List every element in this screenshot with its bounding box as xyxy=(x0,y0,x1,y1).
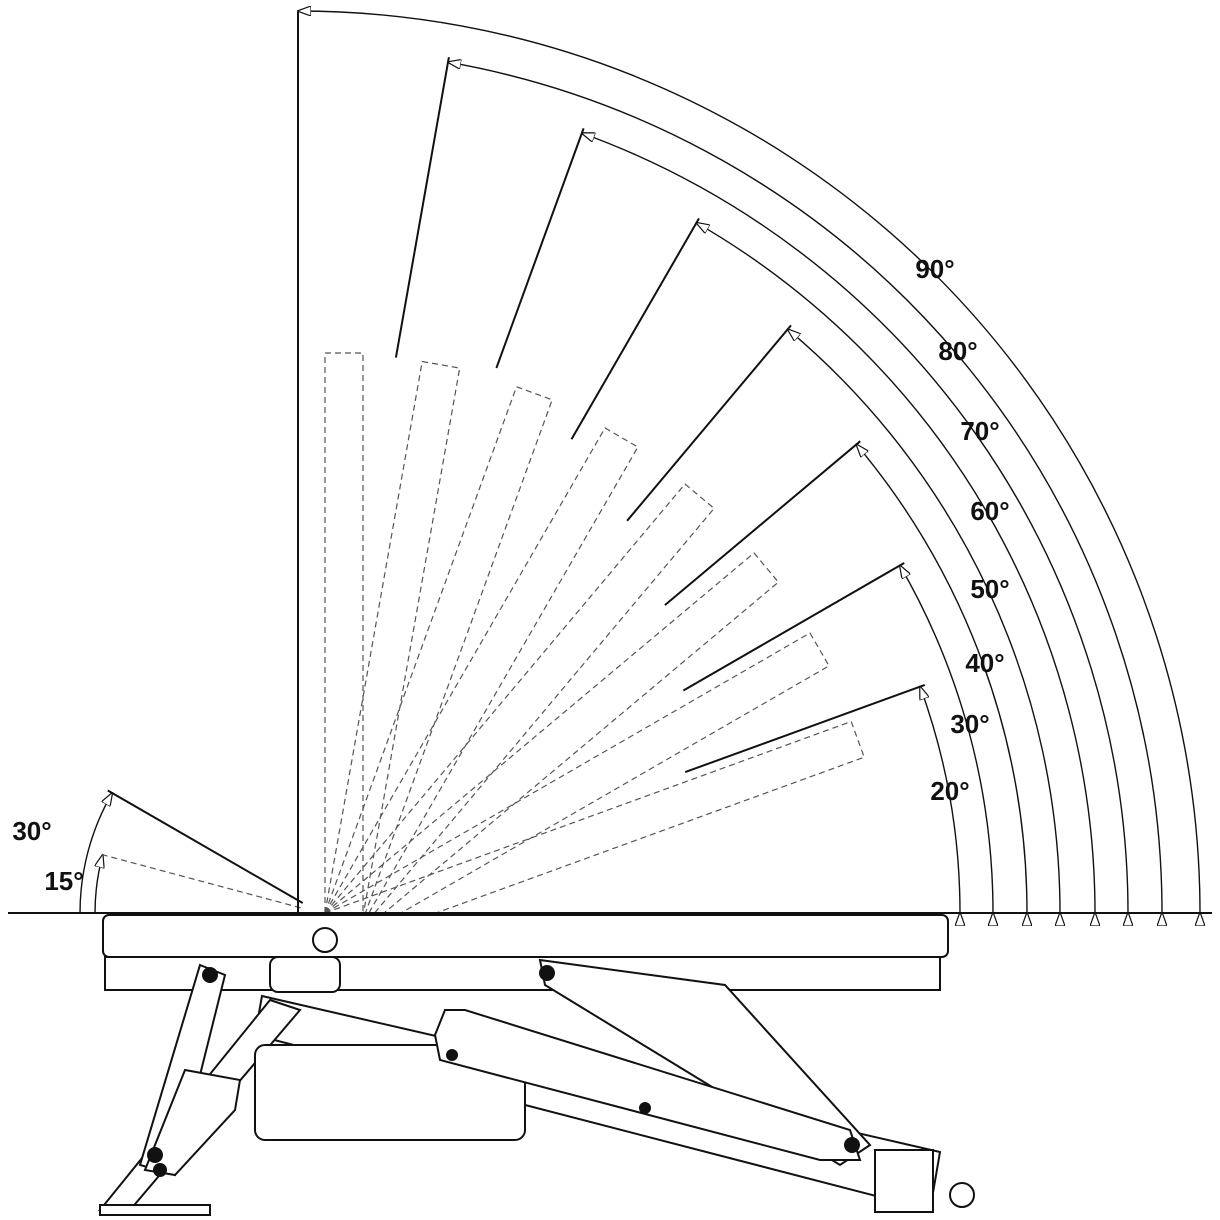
lower-base xyxy=(254,1044,526,1141)
angle-label-30: 30° xyxy=(950,709,989,739)
backrest-ghost-70 xyxy=(324,386,553,927)
angle-label-80: 80° xyxy=(938,336,977,366)
seat-angle-label-30: 30° xyxy=(12,816,51,846)
backrest-extent-line-50 xyxy=(626,324,792,522)
bench-frame xyxy=(97,914,975,1216)
backrest-extent-line-30 xyxy=(682,562,905,692)
floor-foot xyxy=(99,1204,211,1216)
ladder-track xyxy=(433,1009,862,1161)
seat-extent-line-15 xyxy=(97,852,301,909)
angle-arc-90 xyxy=(298,11,1200,913)
pivot-bolt xyxy=(153,1163,167,1177)
angle-label-60: 60° xyxy=(970,496,1009,526)
rear-wheel-housing xyxy=(874,1149,934,1213)
backrest-ghost-90 xyxy=(324,352,364,914)
angle-arc-30 xyxy=(900,566,993,914)
backrest-extent-line-70 xyxy=(495,128,585,369)
seat-angle-arc-15 xyxy=(94,855,103,914)
seat-angle-arc-30 xyxy=(79,793,112,914)
seat-base xyxy=(104,956,941,991)
backrest-extent-line-80 xyxy=(394,57,450,358)
seat-angle-label-15: 15° xyxy=(44,866,83,896)
backrest-angle-arcs xyxy=(298,11,1200,913)
backrest-extent-line-40 xyxy=(664,440,861,606)
hinge-block xyxy=(269,956,341,993)
backrest-ghost-positions xyxy=(324,352,865,950)
angle-label-40: 40° xyxy=(965,648,1004,678)
angle-label-20: 20° xyxy=(930,776,969,806)
pivot-bolt xyxy=(147,1147,163,1163)
angle-labels: 20° 30° 40° 50° 60° 70° 80° 90° 30° 15° xyxy=(12,254,1009,896)
pivot-bolt xyxy=(202,967,218,983)
seat-pad xyxy=(102,914,949,958)
angle-arc-70 xyxy=(582,133,1128,913)
backrest-extent-line-60 xyxy=(570,217,700,440)
rear-wheel xyxy=(949,1182,975,1208)
seat-angle-arcs xyxy=(79,789,304,914)
seat-extent-line-30 xyxy=(107,789,304,904)
hinge-pivot xyxy=(312,927,338,953)
angle-label-70: 70° xyxy=(960,416,999,446)
angle-arc-50 xyxy=(788,329,1060,913)
pivot-bolt xyxy=(539,965,555,981)
angle-label-90: 90° xyxy=(915,254,954,284)
backrest-ghost-50 xyxy=(324,483,715,939)
pivot-bolt xyxy=(446,1049,458,1061)
angle-label-50: 50° xyxy=(970,574,1009,604)
pivot-bolt xyxy=(639,1102,651,1114)
pivot-bolt xyxy=(844,1137,860,1153)
